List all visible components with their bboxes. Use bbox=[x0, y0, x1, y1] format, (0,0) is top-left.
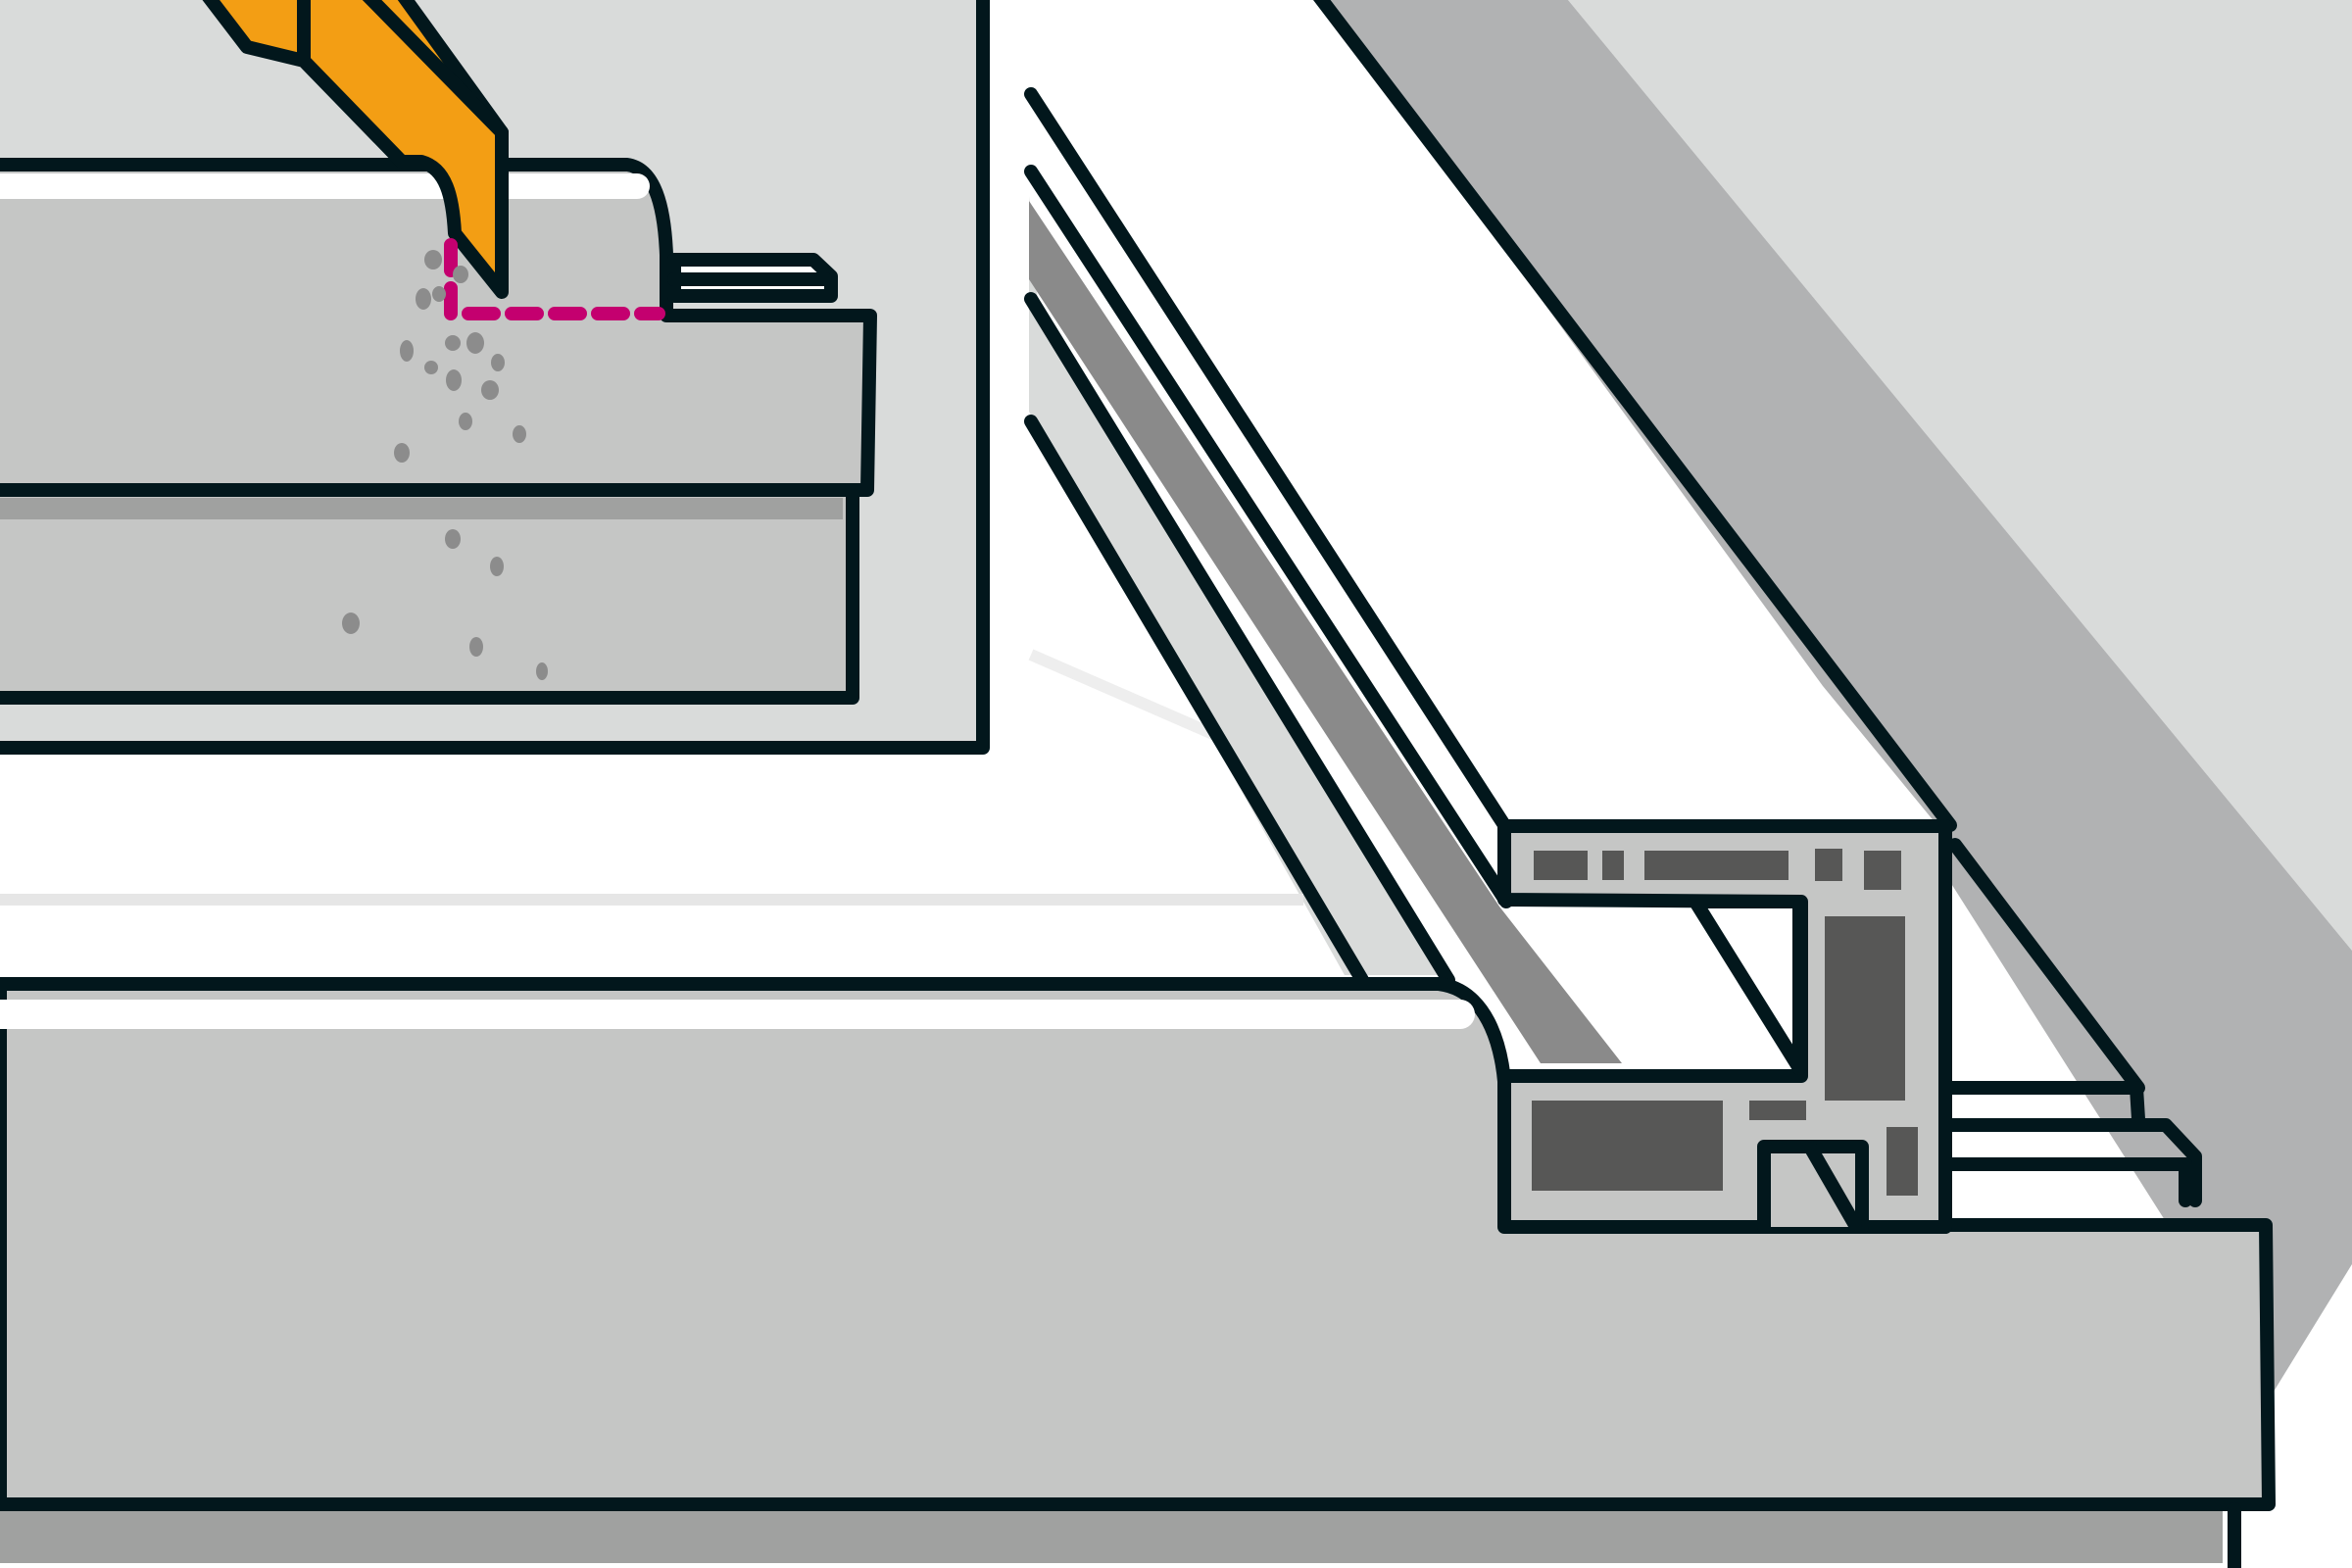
chamber-top-3 bbox=[1644, 851, 1788, 880]
pvc-profile bbox=[1497, 819, 1952, 1234]
inset-sill-frame bbox=[0, 158, 877, 497]
chamber-bottom-large bbox=[1532, 1101, 1723, 1191]
chamber-bottom-small bbox=[1749, 1101, 1806, 1120]
dust-particles bbox=[342, 250, 548, 680]
chamber-top-1 bbox=[1534, 851, 1588, 880]
inset-lower-frame bbox=[0, 483, 859, 705]
detail-inset bbox=[0, 0, 990, 755]
chamber-bottom-right bbox=[1886, 1127, 1918, 1196]
reflection-line bbox=[1028, 649, 1218, 741]
chamber-top-5 bbox=[1864, 851, 1901, 890]
cutting-blade-icon bbox=[202, 0, 509, 299]
dashed-cut-line bbox=[444, 238, 665, 320]
inset-frame-shadow bbox=[0, 498, 843, 519]
frame-steps bbox=[1943, 1081, 2202, 1207]
chamber-top-4 bbox=[1815, 849, 1842, 881]
chamber-middle bbox=[1825, 916, 1905, 1101]
sill-lower-shadow bbox=[0, 1504, 2223, 1563]
chamber-top-2 bbox=[1602, 851, 1624, 880]
diagonal-outlines bbox=[1024, 0, 2145, 1095]
